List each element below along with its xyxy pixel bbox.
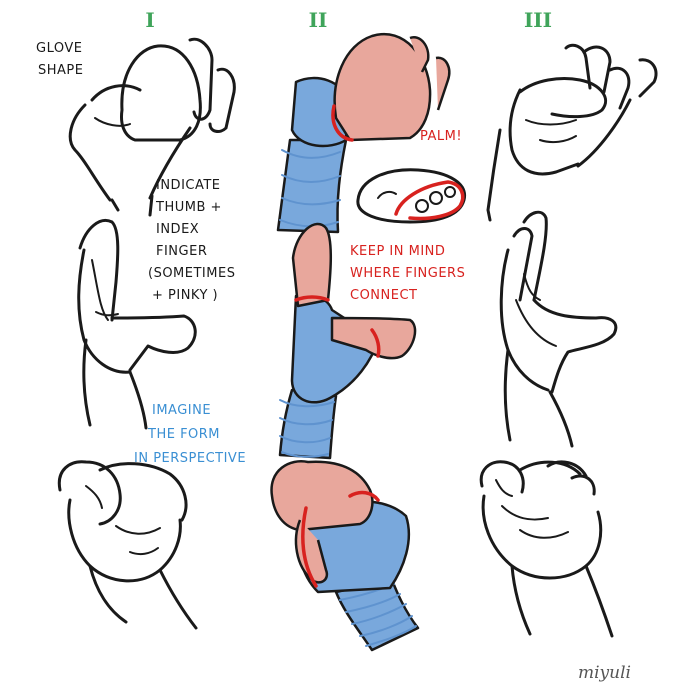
palm-finger-base-diagram <box>356 168 467 224</box>
hand-grip-sketch <box>57 460 198 630</box>
artist-signature: miyuli <box>578 663 631 683</box>
hand-grip-form-study <box>270 460 420 652</box>
hand-grip-finished <box>479 460 614 638</box>
hand-glove-form-study <box>276 33 451 234</box>
hand-open-thumb-index-sketch <box>77 219 197 430</box>
hand-open-finished <box>499 210 618 448</box>
column-numeral-2: II <box>309 8 328 32</box>
hand-glove-shape-sketch <box>68 37 236 217</box>
column-numeral-3: III <box>524 8 552 32</box>
note-imagine-form: IMAGINE THE FORM IN PERSPECTIVE <box>134 403 246 466</box>
hand-open-form-study <box>278 222 417 460</box>
note-keep-in-mind: KEEP IN MIND WHERE FINGERS CONNECT <box>350 244 470 303</box>
note-palm: PALM! <box>420 129 462 144</box>
note-glove-shape: GLOVE SHAPE <box>36 41 87 78</box>
column-numeral-1: I <box>145 8 154 32</box>
note-indicate-thumb-index: INDICATE THUMB + INDEX FINGER (SOMETIMES… <box>148 178 240 303</box>
hand-cupped-finished <box>486 43 658 222</box>
